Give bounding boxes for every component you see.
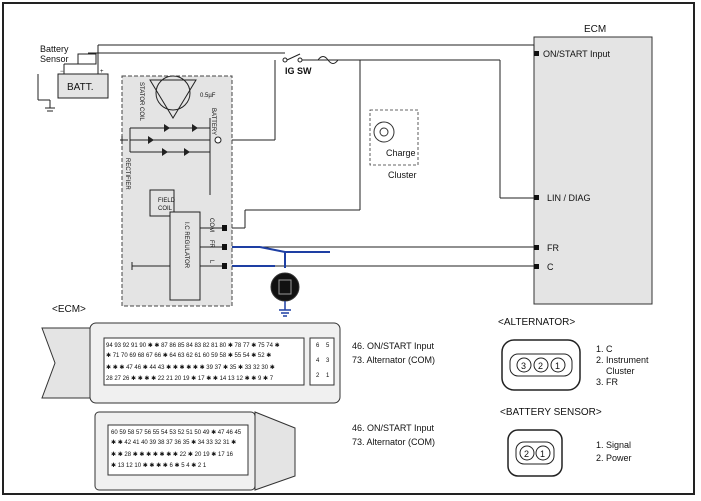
alternator-module: STATOR COIL 0.5µF BATTERY RECTIFIER FIEL… (120, 75, 233, 307)
ecm-conn1-note-73: 73. Alternator (COM) (352, 355, 435, 365)
com-term-label: COM (208, 218, 214, 232)
alt-pin-3: 3 (521, 361, 526, 371)
alt-legend-3: 3. FR (596, 377, 619, 387)
l-term-label: L (208, 260, 214, 264)
ecm-conn1-side-5: 5 (326, 343, 330, 349)
ecm-conn1-side-3: 3 (326, 358, 330, 364)
fr-term-label: FR (208, 240, 214, 249)
alt-pin-2: 2 (538, 361, 543, 371)
alternator-connector-title: <ALTERNATOR> (498, 317, 575, 328)
ecm-conn1-row3: ✱ ✱ ✱ 47 46 ✱ 44 43 ✱ ✱ ✱ ✱ ✱ ✱ 39 37 ✱ … (106, 364, 275, 371)
ic-regulator-label: I.C REGULATOR (183, 222, 189, 269)
bs-pin-2: 2 (524, 449, 529, 459)
battery-sensor-label-1: Battery (40, 44, 69, 54)
ecm-conn1-side-6: 6 (316, 343, 320, 349)
alt-legend-2b: Cluster (606, 366, 635, 376)
cluster-block: Charge Cluster (369, 109, 419, 180)
battery-sensor-connector-title: <BATTERY SENSOR> (500, 407, 602, 418)
alt-legend-1: 1. C (596, 344, 613, 354)
diagram-border (2, 2, 695, 495)
bs-legend-1: 1. Signal (596, 440, 631, 450)
ecm-conn1-row4: 28 27 26 ✱ ✱ ✱ ✱ 22 21 20 19 ✱ 17 ✱ ✱ 14… (106, 375, 274, 382)
svg-text:+: + (100, 69, 104, 75)
ig-switch: IG SW (282, 53, 339, 76)
fuse-icon (317, 56, 339, 64)
ecm-conn2-note-46: 46. ON/START Input (352, 423, 435, 433)
alt-pin-1: 1 (555, 361, 560, 371)
cap-label: 0.5µF (200, 93, 216, 99)
rectifier-label: RECTIFIER (124, 158, 130, 190)
cluster-label: Cluster (388, 170, 417, 180)
battery-label: BATT. (67, 82, 93, 93)
ecm-conn2-row2: ✱ ✱ 42 41 40 39 38 37 36 35 ✱ 34 33 32 3… (111, 439, 236, 446)
svg-text:−: − (60, 69, 64, 75)
alternator-connector: <ALTERNATOR> 3 2 1 1. C 2. Instrument Cl… (498, 317, 649, 391)
ecm-conn1-note-46: 46. ON/START Input (352, 341, 435, 351)
battery-sensor-label-2: Sensor (40, 54, 69, 64)
ecm-conn2-row1: 60 59 58 57 56 55 54 53 52 51 50 49 ✱ 47… (111, 429, 242, 436)
ecm-connector-1: <ECM> 94 93 92 91 90 ✱ ✱ 87 86 85 84 83 … (41, 304, 435, 404)
ecm-pin-on-start: ON/START Input (543, 49, 611, 59)
ecm-connector-2: 60 59 58 57 56 55 54 53 52 51 50 49 ✱ 47… (94, 411, 435, 491)
ecm-conn1-side-2: 2 (316, 373, 320, 379)
battery-block: Battery Sensor BATT. − + (40, 44, 109, 112)
wires (37, 44, 535, 267)
battery-sensor-connector: <BATTERY SENSOR> 2 1 1. Signal 2. Power (500, 407, 632, 477)
ecm-connector-title: <ECM> (52, 304, 86, 315)
ecm-conn1-side-4: 4 (316, 358, 320, 364)
field-coil-label-2: COIL (158, 206, 173, 212)
bs-pin-1: 1 (540, 449, 545, 459)
ecm-conn1-row1: 94 93 92 91 90 ✱ ✱ 87 86 85 84 83 82 81 … (106, 342, 280, 349)
ecm-conn2-note-73: 73. Alternator (COM) (352, 437, 435, 447)
ecm-conn1-row2: ✱ 71 70 69 68 67 66 ✱ 64 63 62 61 60 59 … (106, 352, 271, 359)
ecm-module: ECM ON/START Input LIN / DIAG FR C (533, 24, 653, 305)
ecm-conn1-side-1: 1 (326, 373, 330, 379)
field-coil-label-1: FIELD (158, 198, 176, 204)
battery-term-label: BATTERY (210, 108, 216, 135)
ecm-pin-fr: FR (547, 243, 559, 253)
ecm-conn2-row3: ✱ ✱ 28 ✱ ✱ ✱ ✱ ✱ ✱ ✱ 22 ✱ 20 19 ✱ 17 16 (111, 451, 234, 458)
ecm-title: ECM (584, 24, 606, 35)
ecm-conn2-row4: ✱ 13 12 10 ✱ ✱ ✱ ✱ 6 ✱ 5 4 ✱ 2 1 (111, 462, 207, 469)
stator-coil-label: STATOR COIL (138, 82, 144, 122)
ecm-pin-lin-diag: LIN / DIAG (547, 193, 591, 203)
cluster-charge-label: Charge (386, 148, 416, 158)
ig-sw-label: IG SW (285, 66, 312, 76)
ecm-pin-c: C (547, 262, 554, 272)
bs-legend-2: 2. Power (596, 453, 632, 463)
alt-legend-2: 2. Instrument (596, 355, 649, 365)
shielded-wires (222, 246, 330, 317)
